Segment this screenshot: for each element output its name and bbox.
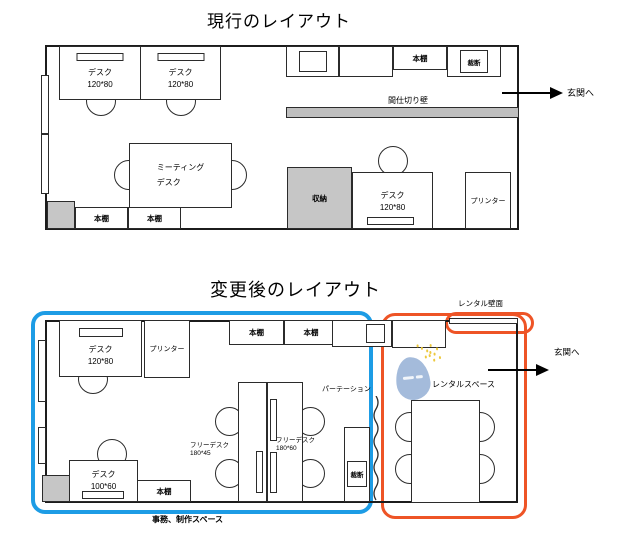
- printer-label: プリンター: [149, 346, 185, 353]
- logo-text-mark: [402, 375, 415, 381]
- partition-label: パーテーション: [322, 386, 371, 393]
- free-desk-name: フリーデスク: [190, 442, 229, 449]
- monitor: [367, 217, 414, 225]
- monitor: [256, 451, 263, 493]
- storage-label: 収納: [312, 193, 327, 203]
- bookshelf-label: 本棚: [147, 213, 162, 223]
- desk-120x80: デスク 120*80: [59, 320, 142, 377]
- desk-label: デスク: [91, 470, 116, 479]
- desk-label: デスク: [380, 190, 405, 200]
- partition-wall: [286, 107, 519, 118]
- storage-block: [42, 475, 70, 502]
- window: [41, 75, 49, 134]
- desk-120x80: デスク 120*80: [352, 172, 433, 229]
- chair: [378, 146, 408, 176]
- desk-size: 120*80: [87, 80, 113, 89]
- free-desk-label: フリーデスク 180*45: [190, 442, 229, 459]
- printer-label: プリンター: [470, 197, 506, 205]
- desk-size: 100*60: [90, 482, 117, 491]
- meeting-desk: ミーティング デスク: [129, 143, 232, 208]
- desk-100x60: デスク 100*60: [69, 460, 138, 502]
- fixture-cabinet: [332, 320, 392, 347]
- desk-size: 120*80: [87, 356, 114, 366]
- rental-wall-segment: [449, 318, 518, 324]
- rental-wall-outline: [445, 312, 534, 334]
- desk-label: デスク: [87, 68, 112, 77]
- printer: プリンター: [144, 320, 190, 378]
- monitor: [82, 491, 124, 499]
- counter: [392, 320, 446, 348]
- cutter-label: 裁断: [350, 472, 364, 479]
- partition-wall-label: 間仕切り壁: [388, 96, 428, 105]
- to-entrance-label: 玄関へ: [554, 347, 580, 357]
- partition-wavy-line: [373, 396, 379, 501]
- office-space-label: 事務、制作スペース: [152, 515, 224, 524]
- bookshelf: 本棚: [393, 46, 447, 70]
- bookshelf: 本棚: [75, 207, 128, 229]
- window: [38, 340, 46, 402]
- monitor: [157, 53, 204, 61]
- desk-label: デスク: [168, 68, 193, 77]
- to-entrance-label: 玄関へ: [567, 88, 595, 98]
- storage-block: [47, 201, 75, 229]
- free-desk-label: フリーデスク 180*60: [276, 437, 315, 454]
- cutter-box: 裁断: [460, 50, 488, 73]
- counter: [339, 46, 393, 77]
- rental-wall-label: レンタル壁面: [458, 299, 503, 308]
- desk-size: 120*80: [167, 80, 194, 89]
- monitor: [76, 53, 124, 61]
- bookshelf: 本棚: [137, 480, 191, 502]
- logo-text-mark: [415, 374, 423, 379]
- monitor: [270, 452, 277, 493]
- meeting-desk-label: ミーティング: [156, 163, 205, 173]
- bookshelf-label: 本棚: [412, 53, 428, 63]
- entrance-arrow: [488, 364, 549, 376]
- storage-cabinet: 収納: [287, 167, 352, 229]
- free-desk-name: フリーデスク: [276, 437, 315, 444]
- bookshelf-label: 本棚: [156, 486, 172, 496]
- office-zone-outline: [31, 311, 373, 514]
- desk-120x80: デスク 120*80: [59, 46, 141, 100]
- monitor: [78, 328, 123, 337]
- current-layout-title: 現行のレイアウト: [207, 12, 351, 31]
- logo-sparkle-dots: [428, 350, 432, 354]
- bookshelf: 本棚: [229, 320, 284, 345]
- free-desk-size: 180*45: [190, 450, 211, 458]
- monitor: [270, 399, 277, 441]
- cutter-station: 裁断: [447, 46, 501, 77]
- bookshelf-label: 本棚: [94, 213, 109, 223]
- bookshelf-label: 本棚: [303, 328, 319, 337]
- free-desk-size: 180*60: [276, 445, 297, 453]
- changed-layout-title: 変更後のレイアウト: [210, 280, 381, 300]
- meeting-desk-label: デスク: [156, 177, 181, 187]
- window: [38, 427, 46, 464]
- printer: プリンター: [465, 172, 511, 229]
- bookshelf: 本棚: [284, 320, 338, 345]
- appliance: [298, 51, 327, 72]
- bookshelf: 本棚: [128, 207, 181, 229]
- desk-label: デスク: [88, 344, 113, 354]
- rental-space-label: レンタルスペース: [432, 380, 496, 389]
- window: [41, 134, 49, 194]
- desk-size: 120*80: [379, 202, 406, 212]
- cutter-box: 裁断: [347, 461, 367, 487]
- entrance-arrow: [502, 87, 563, 99]
- fixture-cabinet: [286, 46, 339, 77]
- bookshelf-label: 本棚: [249, 328, 264, 337]
- desk-120x80: デスク 120*80: [140, 46, 221, 100]
- rental-table: [411, 400, 480, 503]
- appliance: [365, 324, 385, 343]
- cutter-label: 裁断: [467, 59, 481, 67]
